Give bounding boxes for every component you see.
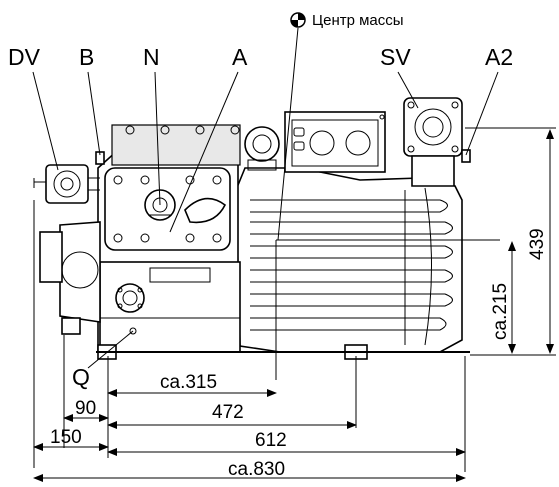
dv-valve (33, 164, 100, 204)
lifting-eye (244, 126, 280, 171)
dim-612: 612 (255, 430, 287, 451)
label-sv: SV (380, 44, 411, 70)
label-a2: A2 (485, 44, 513, 70)
compressor-body (33, 97, 471, 360)
dim-ca315: ca.315 (160, 372, 217, 393)
center-of-mass-leader (277, 27, 299, 241)
terminal-box (284, 111, 386, 173)
component-labels: DV B N A SV A2 Q (8, 44, 513, 390)
cylinder-head-bolts (125, 125, 240, 135)
sv-valve (403, 97, 463, 187)
label-dv: DV (8, 44, 41, 70)
center-of-mass-label: Центр массы (312, 12, 404, 29)
horizontal-dimensions: ca.315 90 472 150 612 ca.830 (33, 372, 466, 482)
vertical-dimensions: 439 ca.215 (490, 129, 554, 354)
center-of-mass-icon (290, 12, 306, 28)
dim-150: 150 (50, 427, 82, 448)
label-q: Q (72, 364, 90, 390)
label-n: N (143, 44, 160, 70)
oil-sump (99, 261, 241, 353)
dim-90: 90 (75, 398, 96, 419)
dim-439: 439 (527, 228, 548, 260)
label-a: A (232, 44, 248, 70)
motor-fins (250, 187, 453, 346)
dim-472: 472 (212, 402, 244, 423)
dim-ca830: ca.830 (228, 459, 285, 480)
head-plate-bolts (113, 175, 222, 243)
dim-ca215: ca.215 (490, 283, 511, 340)
label-b: B (79, 44, 94, 70)
